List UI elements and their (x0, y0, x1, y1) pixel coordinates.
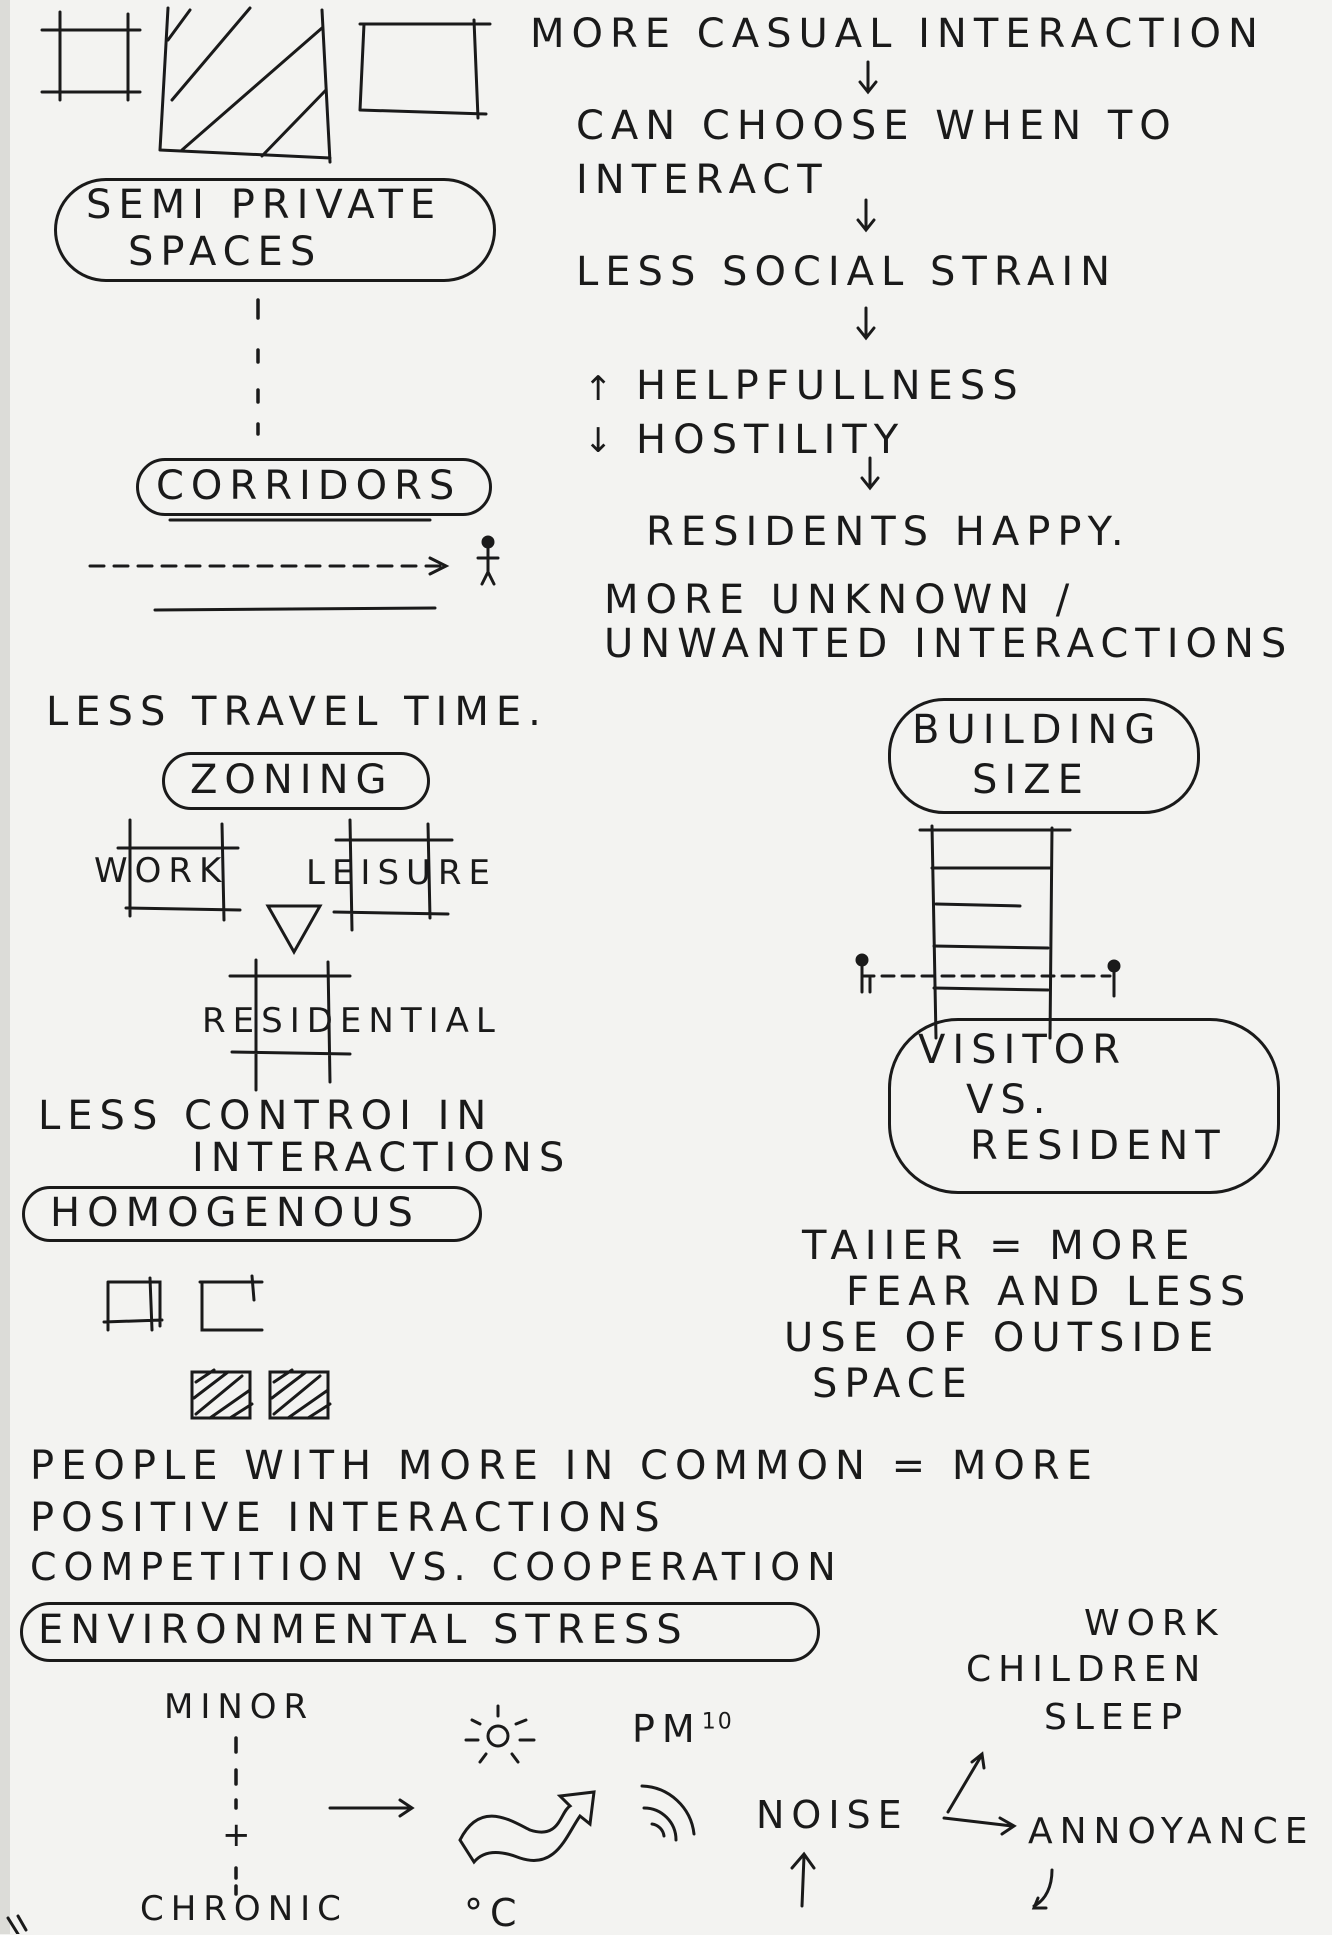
building-label-2: SIZE (972, 757, 1090, 803)
up-arrow-icon: ↑ (584, 369, 613, 409)
temperature-label: °C (464, 1891, 524, 1935)
paper-edge (0, 0, 10, 1934)
zoning-diagram (116, 818, 454, 1092)
visitor-resident-pill (888, 1018, 1280, 1194)
down-arrow-icon: ↓ (584, 421, 613, 461)
corridors-label: CORRIDORS (156, 463, 462, 509)
flow-step-5: HELPFULLNESS (636, 363, 1025, 409)
zone-residential: RESIDENTIAL (202, 1001, 502, 1041)
taller-text-4: SPACE (812, 1361, 974, 1407)
noise-label: NOISE (756, 1793, 909, 1837)
control-text-2: INTERACTIONS (192, 1135, 572, 1181)
affect-children: CHILDREN (966, 1649, 1208, 1690)
stress-arrow (328, 1798, 415, 1818)
semi-private-plan-sketch (40, 6, 492, 164)
wind-heat-icon (458, 1790, 596, 1865)
noise-to-annoyance-arrow (942, 1816, 1017, 1836)
env-stress-label: ENVIRONMENTAL STRESS (38, 1607, 689, 1653)
building-size-pill (888, 698, 1200, 814)
sun-icon (464, 1704, 536, 1764)
annoyance-label: ANNOYANCE (1028, 1811, 1315, 1852)
pen-mark (6, 1914, 28, 1934)
visitor-label-1: VISITOR (918, 1027, 1128, 1073)
common-text-2: POSITIVE INTERACTIONS (30, 1495, 667, 1541)
zone-leisure: LEISURE (306, 853, 498, 893)
flow-step-1: MORE CASUAL INTERACTION (530, 11, 1265, 57)
minor-label: MINOR (164, 1687, 315, 1727)
flow-step-2: CAN CHOOSE WHEN TO (576, 103, 1178, 149)
person-icon (476, 535, 500, 586)
common-text-1: PEOPLE WITH MORE IN COMMON = MORE (30, 1443, 1099, 1489)
affect-sleep: SLEEP (1044, 1697, 1190, 1738)
homogenous-houses-sketch (102, 1274, 332, 1420)
corridor-note-2: UNWANTED INTERACTIONS (604, 621, 1294, 667)
sound-waves-icon (640, 1784, 696, 1842)
travel-time-text: LESS TRAVEL TIME. (46, 689, 548, 735)
competition-text: COMPETITION VS. COOPERATION (30, 1545, 843, 1589)
flow-step-3: INTERACT (576, 157, 829, 203)
chronic-label: CHRONIC (140, 1889, 348, 1929)
semi-private-pill (54, 178, 496, 282)
taller-text-1: TAIIER = MORE (802, 1223, 1197, 1269)
taller-text-2: FEAR AND LESS (846, 1269, 1253, 1315)
flow-arrow-3 (856, 306, 876, 341)
env-stress-pill (20, 1602, 820, 1662)
flow-step-7: RESIDENTS HAPPY. (646, 509, 1131, 555)
flow-step-4: LESS SOCIAL STRAIN (576, 249, 1118, 295)
zoning-label: ZONING (190, 757, 394, 803)
homogenous-label: HOMOGENOUS (50, 1190, 420, 1236)
visitor-label-2: VS. (966, 1077, 1053, 1123)
semi-private-label-2: SPACES (128, 229, 323, 275)
corridor-line-bottom (153, 606, 437, 612)
noise-up-arrow (790, 1851, 816, 1908)
corridor-note-1: MORE UNKNOWN / (604, 577, 1077, 623)
noise-to-work-arrow (946, 1751, 986, 1814)
homogenous-pill (22, 1186, 482, 1242)
plus-sign: + (222, 1815, 251, 1855)
pm-text: PM (632, 1707, 702, 1751)
pm-superscript: 10 (701, 1709, 734, 1735)
building-label-1: BUILDING (912, 707, 1163, 753)
building-sketch (855, 824, 1121, 1040)
pm-label: PM10 (632, 1710, 734, 1748)
flow-arrow-4 (860, 456, 880, 491)
flow-step-6: HOSTILITY (636, 417, 906, 463)
zoning-pill (162, 752, 430, 810)
annoyance-down-arrow (1031, 1868, 1054, 1910)
corridors-pill (136, 458, 492, 516)
visitor-label-3: RESIDENT (970, 1123, 1227, 1169)
flow-arrow-2 (856, 198, 876, 233)
control-text-1: LESS CONTROI IN (38, 1093, 494, 1139)
semi-private-label-1: SEMI PRIVATE (86, 182, 443, 228)
affect-work: WORK (1084, 1603, 1225, 1644)
flow-arrow-1 (858, 60, 878, 95)
taller-text-3: USE OF OUTSIDE (784, 1315, 1221, 1361)
zone-work: WORK (94, 851, 229, 891)
